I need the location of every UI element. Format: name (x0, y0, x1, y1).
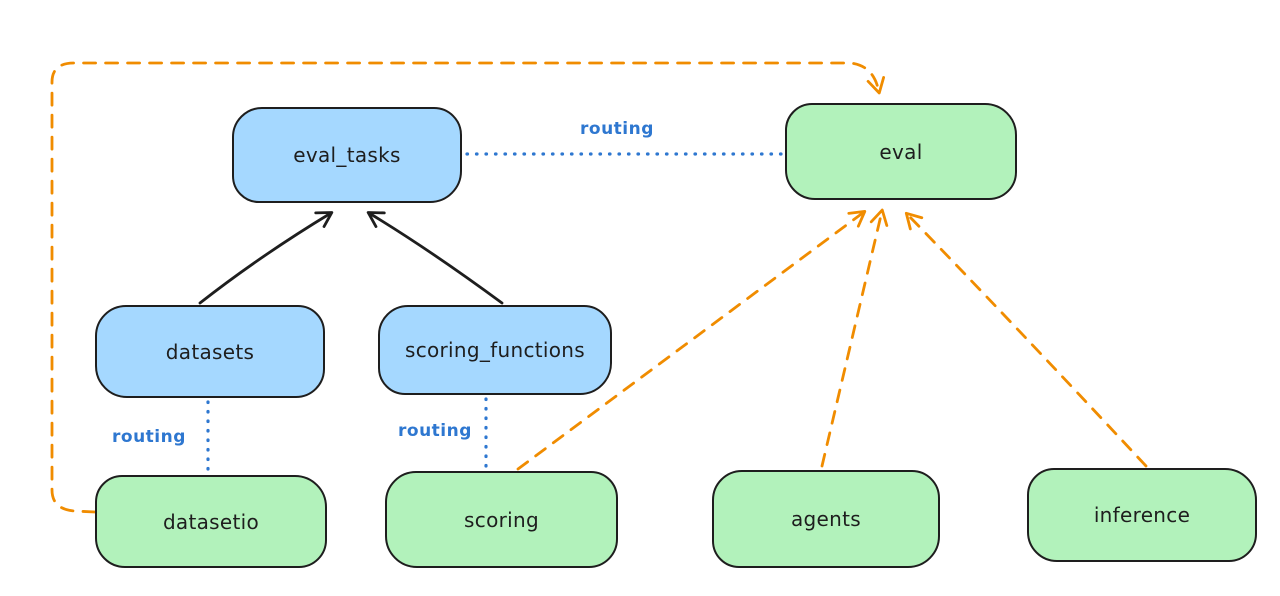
node-eval-tasks: eval_tasks (232, 107, 462, 203)
edge-agents-to-eval (820, 208, 889, 468)
node-scoring-functions-label: scoring_functions (404, 338, 586, 362)
edge-datasets-to-eval-tasks (198, 211, 334, 305)
edge-label-routing-scoring-functions-scoring: routing (398, 421, 472, 441)
edge-label-routing-eval-tasks-eval: routing (580, 119, 654, 139)
node-datasetio: datasetio (95, 475, 327, 568)
node-datasetio-label: datasetio (162, 509, 260, 534)
node-inference: inference (1027, 468, 1257, 562)
node-scoring-label: scoring (464, 507, 539, 532)
node-eval: eval (785, 103, 1017, 200)
node-datasets: datasets (95, 305, 325, 398)
node-scoring-functions: scoring_functions (378, 305, 612, 395)
node-eval-label: eval (879, 139, 923, 164)
node-scoring: scoring (385, 471, 618, 568)
edge-scoring-to-eval (516, 210, 867, 471)
edge-label-routing-datasets-datasetio: routing (112, 427, 186, 447)
node-agents: agents (712, 470, 940, 568)
node-datasets-label: datasets (165, 339, 255, 364)
node-eval-tasks-label: eval_tasks (293, 143, 401, 167)
node-agents-label: agents (791, 507, 861, 531)
edge-scoring-functions-to-eval-tasks (366, 211, 504, 305)
node-inference-label: inference (1093, 503, 1191, 527)
edge-inference-to-eval (904, 211, 1148, 468)
